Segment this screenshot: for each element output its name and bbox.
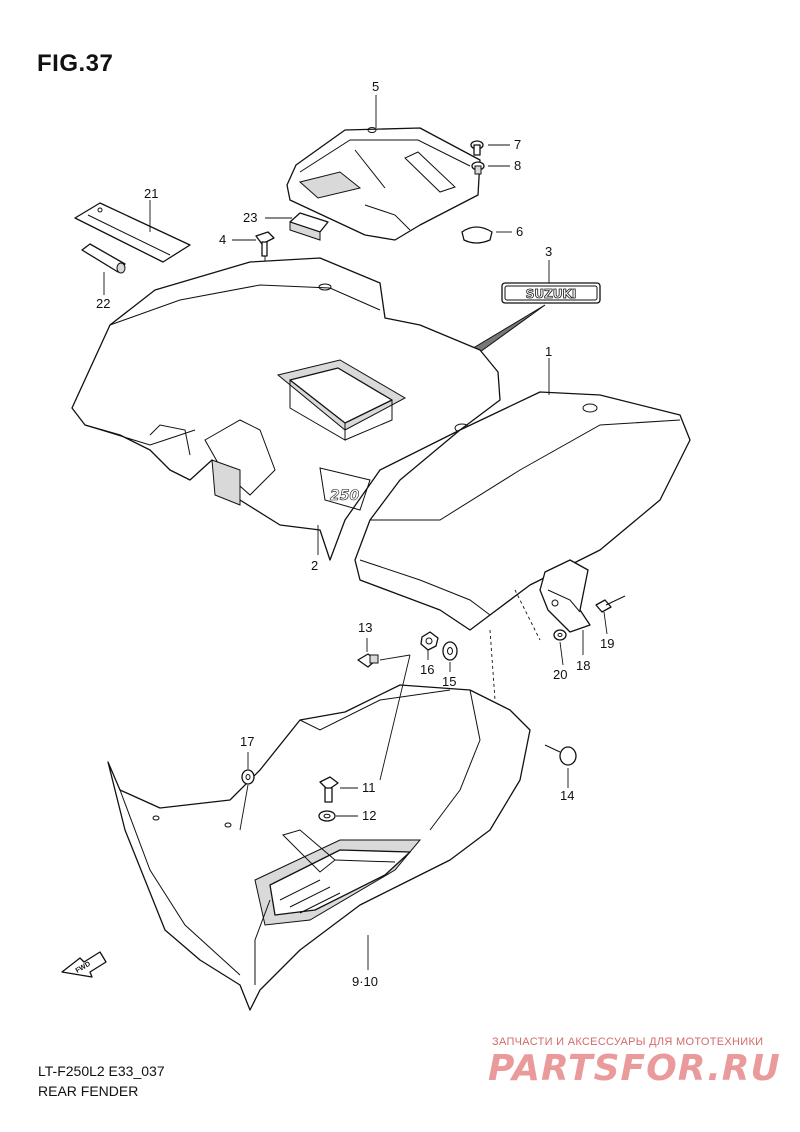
part-23-cushion (289, 212, 329, 241)
callout-9-10: 9·10 (352, 974, 378, 989)
callout-23: 23 (243, 210, 257, 225)
callout-21: 21 (144, 186, 158, 201)
part-1-rear-fender (354, 391, 691, 631)
callout-20: 20 (553, 667, 567, 682)
callout-2: 2 (311, 558, 318, 573)
callout-4: 4 (219, 232, 226, 247)
part-14-bolt (544, 744, 577, 766)
callout-19: 19 (600, 636, 614, 651)
part-7-bolt (470, 140, 484, 156)
fwd-arrow-icon: FWD (61, 951, 107, 978)
callout-17: 17 (240, 734, 254, 749)
callout-13: 13 (358, 620, 372, 635)
part-9-10-mudguard (107, 684, 531, 1011)
part-3-emblem: SUZUKI (468, 282, 601, 353)
svg-text:250: 250 (330, 488, 359, 504)
part-12-washer (318, 810, 336, 822)
callout-15: 15 (442, 674, 456, 689)
watermark-brand: PARTSFOR.RU (488, 1048, 781, 1089)
part-2-front-fender: 250 (71, 257, 501, 561)
callout-8: 8 (514, 158, 521, 173)
part-16-nut (420, 631, 439, 651)
watermark-tagline: ЗАПЧАСТИ И АКСЕССУАРЫ ДЛЯ МОТОТЕХНИКИ (492, 1036, 764, 1048)
part-21-pad (74, 202, 191, 263)
emblem-text: SUZUKI (526, 287, 577, 301)
callout-14: 14 (560, 788, 574, 803)
part-11-bolt (319, 776, 339, 803)
callout-7: 7 (514, 137, 521, 152)
callout-1: 1 (545, 344, 552, 359)
callout-12: 12 (362, 808, 376, 823)
part-6-cap (461, 226, 493, 244)
part-19-bolt (595, 595, 626, 613)
part-13-bolt (357, 653, 379, 668)
callout-16: 16 (420, 662, 434, 677)
leader-lines (103, 95, 608, 970)
part-8-grommet (471, 161, 485, 175)
figure-name: REAR FENDER (38, 1083, 139, 1099)
part-18-bracket (539, 559, 591, 633)
callout-18: 18 (576, 658, 590, 673)
callout-5: 5 (372, 79, 379, 94)
callout-6: 6 (516, 224, 523, 239)
callout-22: 22 (96, 296, 110, 311)
figure-title: FIG.37 (37, 50, 114, 77)
part-15-washer (442, 641, 458, 661)
part-22-strip (81, 243, 126, 274)
part-20-washer (553, 629, 567, 641)
figure-model-code: LT-F250L2 E33_037 (38, 1063, 165, 1079)
part-17-washer (241, 769, 255, 785)
callout-3: 3 (545, 244, 552, 259)
part-5-cover (286, 127, 481, 241)
callout-11: 11 (362, 780, 376, 795)
callouts: 5 7 8 21 23 6 4 3 22 1 2 13 19 16 18 20 … (96, 79, 614, 989)
